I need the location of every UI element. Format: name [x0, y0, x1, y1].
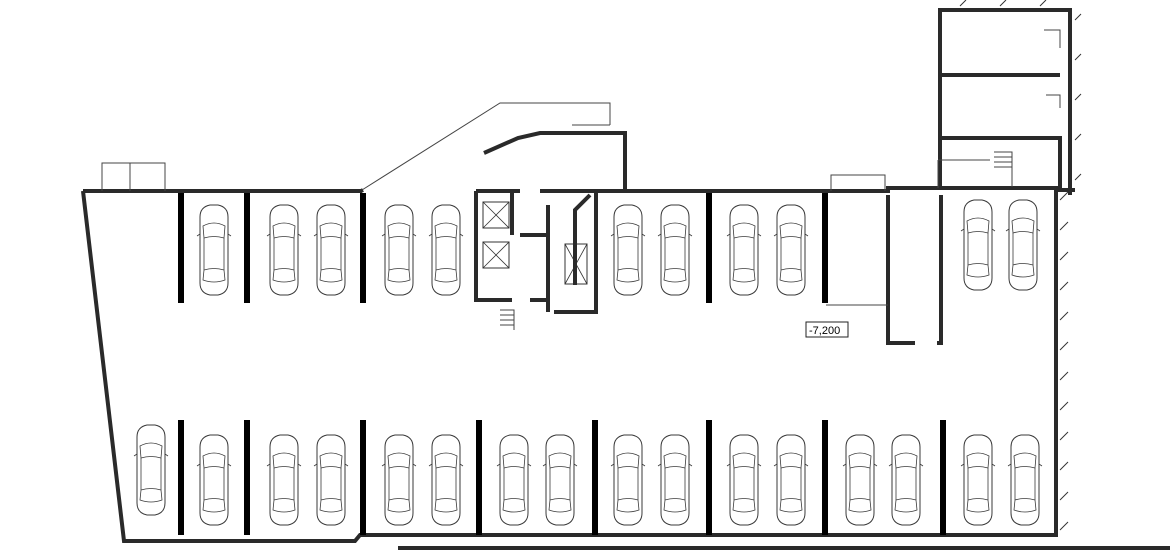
elevator-1	[482, 201, 510, 229]
car	[726, 434, 762, 526]
structural-posts	[178, 193, 946, 535]
post	[244, 420, 250, 535]
post	[244, 193, 250, 303]
car	[657, 204, 693, 296]
parking-row-top	[196, 199, 1041, 296]
car	[842, 434, 878, 526]
level-mark: -7,200	[805, 321, 849, 338]
car	[266, 204, 302, 296]
car	[496, 434, 532, 526]
car	[888, 434, 924, 526]
ramp-box	[886, 195, 943, 345]
elevator-1-cross-b	[482, 201, 510, 229]
car	[133, 424, 169, 516]
post	[940, 420, 946, 535]
car	[313, 204, 349, 296]
top-right-wall	[938, 8, 1072, 195]
outer-wall	[81, 188, 1075, 543]
outer-wall-top-right	[625, 186, 1058, 193]
car	[610, 204, 646, 296]
small-stairs	[1044, 29, 1061, 108]
post	[178, 193, 184, 303]
elevator-2	[482, 241, 510, 269]
soil-hatching	[959, 0, 1082, 531]
post	[360, 420, 366, 535]
car	[960, 199, 996, 291]
car	[1007, 434, 1043, 526]
post	[822, 193, 828, 303]
top-right-room-dividers	[940, 73, 1062, 188]
ramp-line	[361, 102, 611, 191]
car	[196, 434, 232, 526]
car	[726, 204, 762, 296]
car	[381, 434, 417, 526]
post	[360, 193, 366, 303]
staircase-core	[474, 131, 627, 314]
car	[773, 204, 809, 296]
parking-row-bottom	[133, 424, 1043, 526]
car	[428, 434, 464, 526]
elevator-2-cross-b	[482, 241, 510, 269]
car	[428, 204, 464, 296]
post	[706, 420, 712, 535]
stair-lines	[500, 151, 1013, 330]
entrance-right	[830, 174, 886, 191]
door-swing-lines	[937, 159, 990, 188]
post	[822, 420, 828, 535]
post	[706, 193, 712, 303]
car	[657, 434, 693, 526]
core-inner-walls	[510, 191, 592, 300]
car	[266, 434, 302, 526]
car	[313, 434, 349, 526]
car	[381, 204, 417, 296]
post	[178, 420, 184, 535]
car	[196, 204, 232, 296]
car	[610, 434, 646, 526]
car	[773, 434, 809, 526]
post	[476, 420, 482, 535]
car	[542, 434, 578, 526]
car	[1005, 199, 1041, 291]
car	[960, 434, 996, 526]
entrance-left	[101, 162, 166, 191]
post	[592, 420, 598, 535]
level-mark-text: -7,200	[809, 325, 840, 337]
